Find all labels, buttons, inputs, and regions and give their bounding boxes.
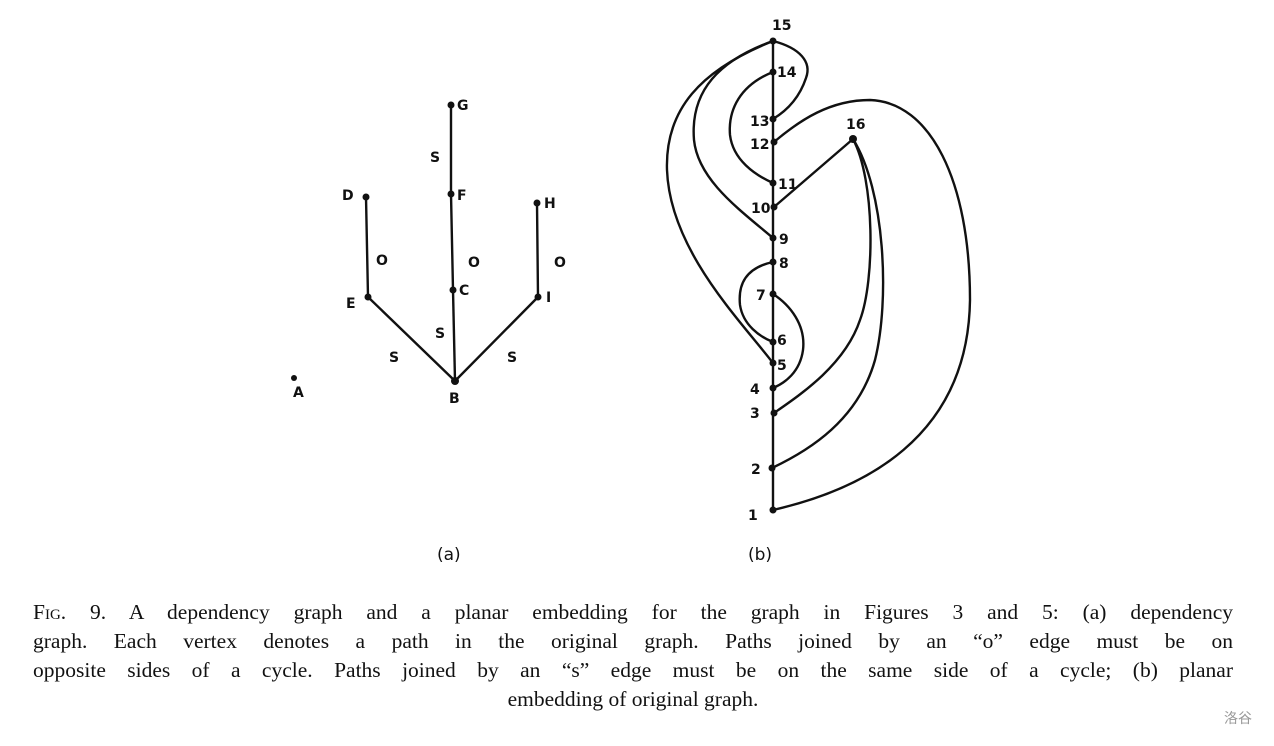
vertex-label: 5: [777, 358, 787, 374]
edge-8-6: [738, 260, 775, 344]
vertex-label: 2: [751, 462, 761, 478]
figure-9: S O S O S O S G F C B D E H I A (a): [291, 18, 972, 565]
figure-number: Fig.: [33, 600, 67, 624]
edge-16-3: [772, 137, 872, 415]
vertex-label: 13: [750, 114, 769, 130]
vertices-b: [768, 37, 857, 514]
edge-E-B: [366, 295, 457, 383]
caption-line: Fig. 9. A dependency graph and a planar …: [33, 598, 1233, 627]
edge-label: O: [376, 253, 388, 269]
edge-14-11: [728, 70, 775, 185]
edge-label: O: [554, 255, 566, 271]
edge-15-13: [771, 39, 809, 121]
vertex-label: 15: [772, 18, 791, 34]
watermark: 洛谷: [1224, 711, 1252, 727]
vertex-label: 9: [779, 232, 789, 248]
edge-10-16: [772, 137, 855, 209]
caption-line: graph. Each vertex denotes a path in the…: [33, 629, 1233, 653]
vertex-label: 4: [750, 382, 760, 398]
vertex-label: 16: [846, 117, 865, 133]
edge-label: O: [468, 255, 480, 271]
planar-embedding: 15 14 13 12 11 10 9 8 7 6 5 4 3 2 1 16 (…: [665, 18, 972, 565]
vertex-label: H: [544, 196, 556, 212]
vertex-label: 8: [779, 256, 789, 272]
vertex-label: 3: [750, 406, 760, 422]
vertex-label: G: [457, 98, 469, 114]
subfigure-label-b: (b): [748, 545, 772, 565]
edge-label: S: [389, 350, 399, 366]
edge-label: S: [435, 326, 445, 342]
vertex-label: C: [459, 283, 469, 299]
caption-text: 9. A dependency graph and a planar embed…: [66, 600, 1233, 624]
edge-16-2: [770, 137, 885, 470]
edge-I-B: [453, 295, 540, 383]
subfigure-label-a: (a): [437, 545, 461, 565]
vertex-label: 10: [751, 201, 771, 217]
vertex-label: E: [346, 296, 356, 312]
vertex-label: 12: [750, 137, 769, 153]
vertices-a: [291, 101, 542, 385]
vertex-label: 1: [748, 508, 758, 524]
edge-D-E: [364, 195, 370, 299]
edge-F-C: [449, 192, 455, 292]
caption-line: opposite sides of a cycle. Paths joined …: [33, 658, 1233, 682]
vertex-label: F: [457, 188, 467, 204]
vertex-label: 7: [756, 288, 766, 304]
vertex-label: D: [342, 188, 354, 204]
figure-caption: Fig. 9. A dependency graph and a planar …: [33, 598, 1233, 714]
vertex-label: 6: [777, 333, 787, 349]
dependency-graph: S O S O S O S G F C B D E H I A (a): [291, 98, 566, 565]
vertex-label: 14: [777, 65, 797, 81]
vertex-label: 11: [778, 177, 797, 193]
vertex-label: A: [293, 385, 304, 401]
edge-15-5: [665, 39, 775, 365]
edge-12-1: [771, 98, 972, 512]
vertex-label: I: [546, 290, 551, 306]
edge-C-B: [451, 288, 457, 383]
edge-label: S: [507, 350, 517, 366]
edge-H-I: [535, 201, 540, 299]
edge-label: S: [430, 150, 440, 166]
vertex-label: B: [449, 391, 460, 407]
caption-line: embedding of original graph.: [507, 687, 759, 711]
edge-7-4: [771, 292, 805, 390]
